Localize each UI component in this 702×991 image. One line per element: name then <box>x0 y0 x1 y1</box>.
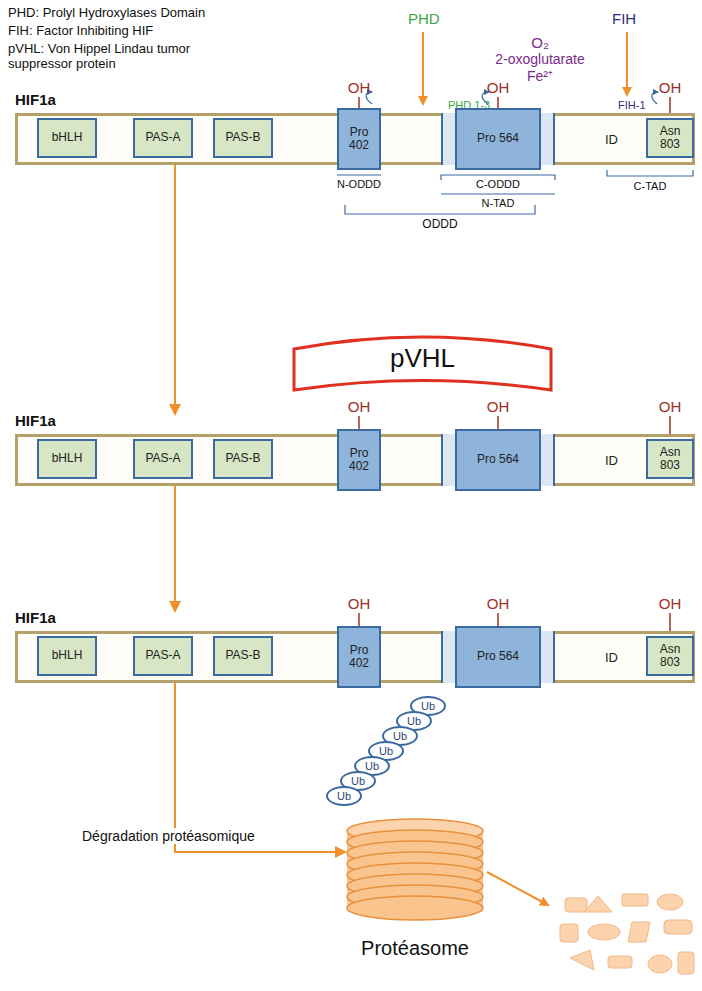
domain-box: Pro 402 <box>337 108 381 170</box>
domain-name: Pro 564 <box>477 650 519 663</box>
pvhl-shape: pVHL <box>290 333 555 393</box>
label: C-ODDD <box>476 178 520 191</box>
label: FIH: Factor Inhibiting HIF <box>8 24 153 39</box>
domain-name: Pro 564 <box>477 453 519 466</box>
label: Fe²⁺ <box>527 68 553 84</box>
domain-box: PAS-B <box>213 636 273 676</box>
flow-arrow <box>174 486 176 611</box>
domain-name: Pro 402 <box>339 447 379 473</box>
label: OH <box>659 595 682 612</box>
ubiquitin-label: Ub <box>379 745 393 757</box>
domain-box: Pro 402 <box>337 429 381 491</box>
domain-box: Pro 402 <box>337 626 381 688</box>
domain-name: ID <box>605 132 618 147</box>
fih-arrow <box>626 32 628 95</box>
domain-name: PAS-B <box>225 649 260 662</box>
domain-name: bHLH <box>52 131 83 144</box>
domain-box: bHLH <box>37 636 97 676</box>
label: OH <box>348 79 371 96</box>
fragment-arrow <box>487 872 548 905</box>
proteasome-stack <box>345 815 485 925</box>
label: ODDD <box>422 218 457 232</box>
edge-label: Dégradation protéasomique <box>80 828 257 844</box>
domain-name: PAS-A <box>145 131 180 144</box>
label: OH <box>348 398 371 415</box>
phd-arrow <box>422 32 424 104</box>
protein-name: HIF1a <box>15 91 56 108</box>
domain-name: PAS-A <box>145 649 180 662</box>
domain-name: Asn 803 <box>648 446 692 472</box>
label: FIH-1 <box>618 99 646 112</box>
label: OH <box>487 79 510 96</box>
ubiquitin-label: Ub <box>407 715 421 727</box>
ubiquitin-label: Ub <box>365 760 379 772</box>
ubiquitin-label: Ub <box>421 700 435 712</box>
domain-box: Asn 803 <box>646 636 694 676</box>
protein-bar: HIF1aIDbHLHPAS-APAS-BPro 402Pro 564Asn 8… <box>15 434 695 486</box>
domain-name: PAS-B <box>225 131 260 144</box>
domain-name: ID <box>605 650 618 665</box>
protein-name: HIF1a <box>15 609 56 626</box>
domain-box: PAS-B <box>213 439 273 479</box>
label: 2-oxoglutarate <box>495 51 585 67</box>
domain-name: Pro 402 <box>339 126 379 152</box>
domain-name: Asn 803 <box>648 125 692 151</box>
domain-name: Pro 402 <box>339 644 379 670</box>
domain-box: bHLH <box>37 118 97 158</box>
label: N-ODDD <box>337 178 381 191</box>
domain-box: bHLH <box>37 439 97 479</box>
label: OH <box>659 79 682 96</box>
label: pVHL: Von Hippel Lindau tumor suppressor… <box>8 42 243 72</box>
domain-name: ID <box>605 453 618 468</box>
domain-box: PAS-A <box>133 118 193 158</box>
proteasome: Protéasome <box>345 815 485 965</box>
domain-box: PAS-A <box>133 439 193 479</box>
protein-name: HIF1a <box>15 412 56 429</box>
curl-arrows <box>366 92 658 104</box>
proteasome-name: Protéasome <box>325 937 505 960</box>
ubiquitin: Ub <box>326 786 362 806</box>
label: OH <box>348 595 371 612</box>
flow-arrow <box>175 683 345 852</box>
label: OH <box>487 595 510 612</box>
label: OH <box>659 398 682 415</box>
label: PHD <box>408 10 440 27</box>
domain-name: bHLH <box>52 452 83 465</box>
domain-name: PAS-B <box>225 452 260 465</box>
domain-name: Pro 564 <box>477 132 519 145</box>
domain-name: PAS-A <box>145 452 180 465</box>
domain-box: Pro 564 <box>455 626 541 688</box>
ubiquitin-label: Ub <box>351 775 365 787</box>
label: N-TAD <box>482 197 515 210</box>
domain-name: Asn 803 <box>648 643 692 669</box>
domain-box: Asn 803 <box>646 118 694 158</box>
domain-box: PAS-A <box>133 636 193 676</box>
domain-brackets <box>337 170 693 214</box>
label: O₂ <box>531 34 549 51</box>
protein-bar: HIF1aIDbHLHPAS-APAS-BPro 402Pro 564Asn 8… <box>15 113 695 165</box>
label: C-TAD <box>634 180 667 193</box>
ubiquitin-label: Ub <box>393 730 407 742</box>
peptide-fragments <box>560 894 694 974</box>
ubiquitin-label: Ub <box>337 790 351 802</box>
label: FIH <box>612 10 636 27</box>
flow-arrow <box>174 165 176 414</box>
domain-box: PAS-B <box>213 118 273 158</box>
domain-box: Pro 564 <box>455 429 541 491</box>
protein-bar: HIF1aIDbHLHPAS-APAS-BPro 402Pro 564Asn 8… <box>15 631 695 683</box>
label: PHD: Prolyl Hydroxylases Domain <box>8 6 205 21</box>
domain-box: Pro 564 <box>455 108 541 170</box>
label: OH <box>487 398 510 415</box>
protein-name: pVHL <box>290 333 555 374</box>
domain-name: bHLH <box>52 649 83 662</box>
domain-box: Asn 803 <box>646 439 694 479</box>
